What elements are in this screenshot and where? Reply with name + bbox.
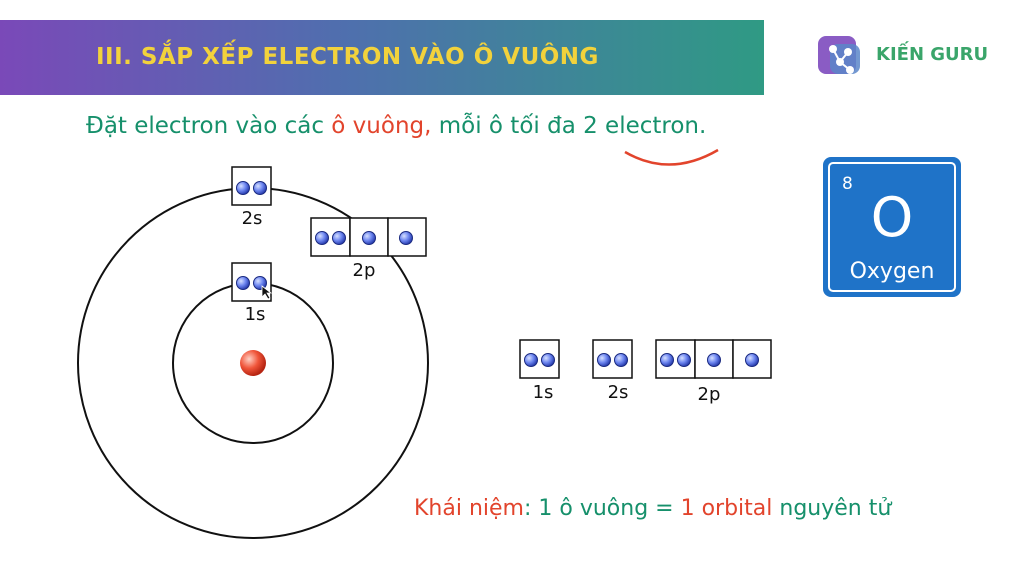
atom-label-1s: 1s: [245, 304, 266, 325]
brand-logo: KIẾN GURU: [810, 30, 1010, 85]
electron: [677, 353, 691, 367]
electron: [707, 353, 721, 367]
atom-label-2p: 2p: [353, 260, 376, 281]
underline-arc: [624, 148, 719, 166]
electron: [253, 276, 267, 290]
intro-part4: 2 electron: [583, 113, 700, 139]
electron: [332, 231, 346, 245]
atomic-number: 8: [842, 174, 853, 194]
electron: [614, 353, 628, 367]
concept-part2: : 1 ô vuông =: [523, 496, 681, 521]
electron: [253, 181, 267, 195]
atom-label-2s: 2s: [242, 208, 263, 229]
title-banner: III. SẮP XẾP ELECTRON VÀO Ô VUÔNG: [0, 20, 764, 95]
nucleus: [240, 350, 266, 376]
concept-part1: Khái niệm: [414, 496, 524, 521]
brand-name: KIẾN GURU: [876, 44, 989, 65]
concept-part4: nguyên tử: [772, 496, 892, 521]
config-label-1s: 1s: [533, 382, 554, 403]
electron: [524, 353, 538, 367]
intro-text: Đặt electron vào các ô vuông, mỗi ô tối …: [86, 113, 706, 139]
electron: [399, 231, 413, 245]
element-name: Oxygen: [849, 259, 935, 284]
element-card-border: 8 O Oxygen: [828, 162, 956, 292]
element-symbol: O: [870, 186, 914, 249]
intro-part5: .: [699, 113, 707, 139]
electron: [236, 276, 250, 290]
electron: [315, 231, 329, 245]
config-label-2s: 2s: [608, 382, 629, 403]
kien-guru-logo-icon: [818, 36, 860, 74]
mouse-cursor-icon: [261, 285, 273, 300]
electron: [541, 353, 555, 367]
concept-text: Khái niệm: 1 ô vuông = 1 orbital nguyên …: [414, 496, 891, 521]
intro-part2: ô vuông,: [331, 113, 432, 139]
electron: [660, 353, 674, 367]
electron: [745, 353, 759, 367]
intro-part3: mỗi ô tối đa: [431, 113, 584, 139]
element-card-oxygen: 8 O Oxygen: [823, 157, 961, 297]
electron: [597, 353, 611, 367]
electron: [362, 231, 376, 245]
intro-part1: Đặt electron vào các: [86, 113, 332, 139]
config-label-2p: 2p: [698, 384, 721, 405]
electron: [236, 181, 250, 195]
page-title: III. SẮP XẾP ELECTRON VÀO Ô VUÔNG: [96, 44, 599, 70]
concept-part3: 1 orbital: [680, 496, 773, 521]
